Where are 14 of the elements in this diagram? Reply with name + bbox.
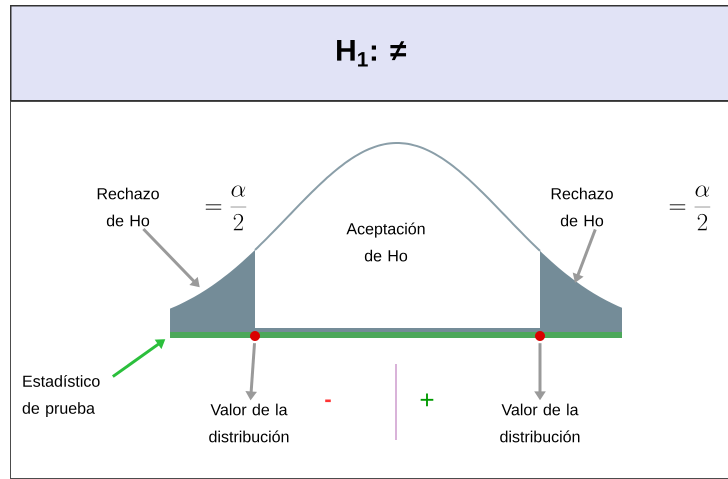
minus-sign: - bbox=[325, 400, 331, 402]
text-label: Estadístico de prueba bbox=[22, 374, 100, 418]
fraction-formula: $= \frac{\alpha}{2}$ bbox=[206, 185, 246, 230]
panel-box bbox=[10, 101, 728, 479]
plus-sign: + bbox=[420, 393, 434, 406]
critical-point bbox=[250, 331, 260, 341]
text-label: Valor de la distribución bbox=[209, 404, 288, 442]
fraction-formula: $= \frac{\alpha}{2}$ bbox=[670, 185, 710, 230]
text-label: Rechazo de Ho bbox=[552, 188, 613, 226]
critical-point bbox=[535, 331, 545, 341]
text-label: Aceptación de Ho bbox=[346, 222, 425, 262]
text-label: Rechazo de Ho bbox=[98, 188, 159, 226]
text-label: Valor de la distribución bbox=[500, 404, 580, 442]
header-bar: H$_{1}$: ≠ bbox=[10, 5, 728, 102]
